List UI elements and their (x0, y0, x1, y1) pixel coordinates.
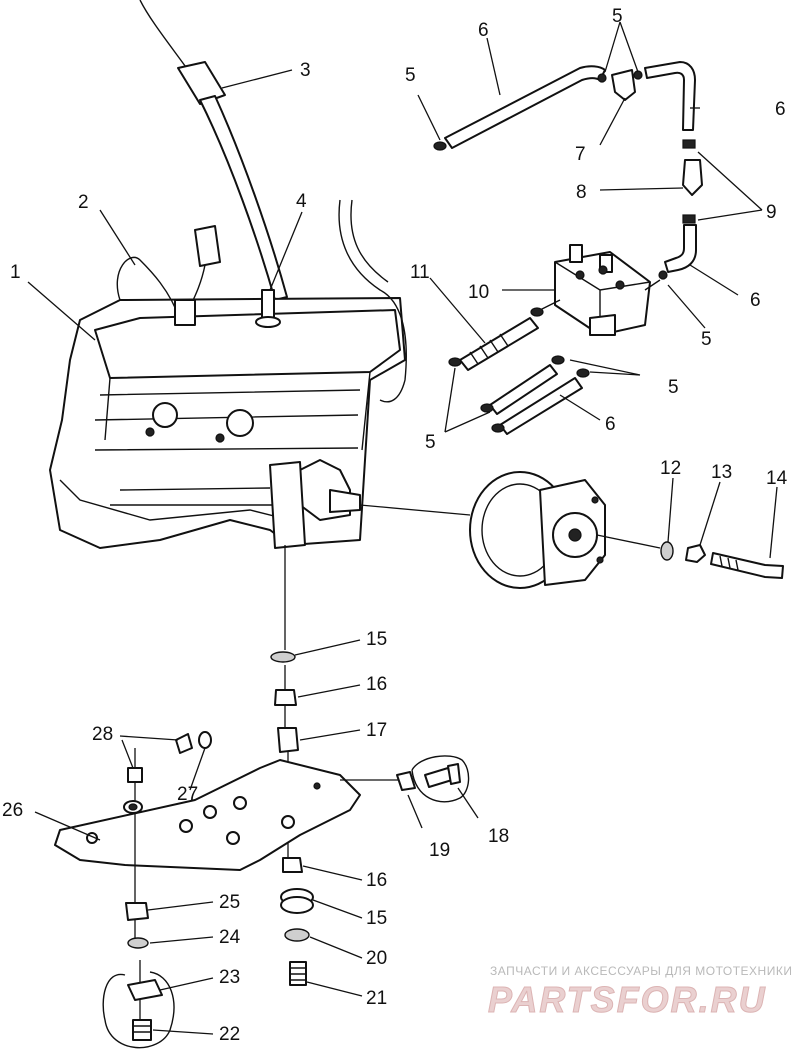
callout-24: 24 (219, 927, 241, 948)
nut-13 (685, 544, 706, 563)
callout-28: 28 (92, 724, 113, 745)
fuel-lines (433, 61, 703, 435)
leader-lines (27, 21, 778, 1035)
callout-4: 4 (296, 191, 307, 212)
drive-clutch (359, 471, 784, 589)
washer-12 (660, 541, 674, 561)
callout-6-top: 6 (478, 20, 489, 41)
watermark: ЗАПЧАСТИ И АКСЕССУАРЫ ДЛЯ МОТОТЕХНИКИ PA… (488, 964, 792, 1021)
callout-6-right-top: 6 (775, 99, 786, 120)
mount-stack-center (270, 545, 314, 986)
mounting-plate (54, 731, 361, 1030)
callout-18: 18 (488, 826, 509, 847)
callout-16-upper: 16 (366, 674, 387, 695)
callout-22: 22 (219, 1024, 240, 1045)
watermark-brand: PARTSFOR.RU (488, 979, 767, 1020)
callout-7: 7 (575, 144, 586, 165)
bolt-14 (710, 552, 784, 579)
callout-14: 14 (766, 468, 788, 489)
callout-23: 23 (219, 967, 240, 988)
mount-stack-left (102, 902, 175, 1049)
callout-27: 27 (177, 784, 198, 805)
callout-5-bottom-left: 5 (425, 432, 436, 453)
callout-26: 26 (2, 800, 23, 821)
callout-21: 21 (366, 988, 387, 1009)
watermark-caption: ЗАПЧАСТИ И АКСЕССУАРЫ ДЛЯ МОТОТЕХНИКИ (490, 964, 792, 978)
callout-9: 9 (766, 202, 777, 223)
engine-assembly (49, 199, 407, 549)
callout-3: 3 (300, 60, 311, 81)
callout-20: 20 (366, 948, 387, 969)
callout-5-top: 5 (612, 6, 623, 27)
callout-1: 1 (10, 262, 21, 283)
callout-15-upper: 15 (366, 629, 387, 650)
callout-19: 19 (429, 840, 450, 861)
callout-5-pump-right: 5 (701, 329, 712, 350)
callout-17: 17 (366, 720, 387, 741)
fuel-pump (539, 244, 661, 336)
callout-5-mid-right: 5 (668, 377, 679, 398)
callout-15-lower: 15 (366, 908, 387, 929)
callout-10: 10 (468, 282, 489, 303)
callout-6-right: 6 (750, 290, 761, 311)
bolt-18-spacer-19 (340, 755, 470, 803)
callout-5-top-left: 5 (405, 65, 416, 86)
callout-labels: 1 2 3 4 5 5 5 5 5 6 6 6 6 7 8 9 10 11 12… (2, 6, 788, 1045)
callout-6-bottom: 6 (605, 414, 616, 435)
callout-13: 13 (711, 462, 732, 483)
callout-8: 8 (576, 182, 587, 203)
callout-12: 12 (660, 458, 681, 479)
throttle-cable (139, 0, 288, 301)
callout-11: 11 (410, 262, 430, 283)
callout-2: 2 (78, 192, 89, 213)
callout-16-lower: 16 (366, 870, 387, 891)
callout-25: 25 (219, 892, 240, 913)
